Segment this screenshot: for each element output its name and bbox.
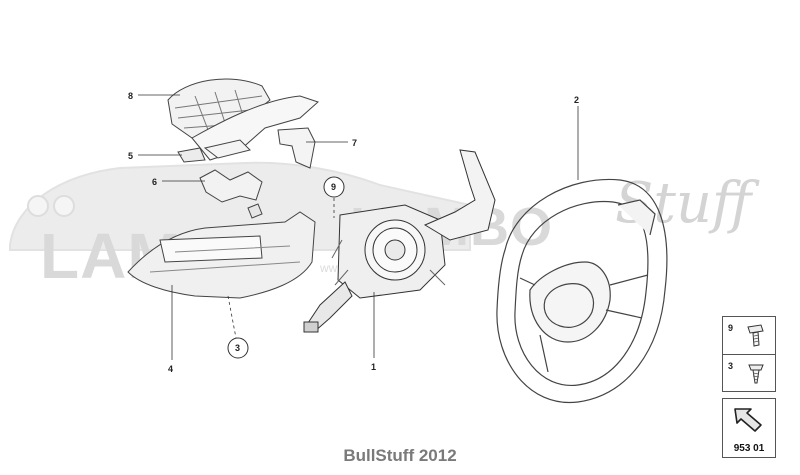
callout-3: 3 [235, 343, 240, 353]
leader-line-3 [227, 295, 237, 339]
callout-5: 5 [128, 151, 133, 161]
callout-9: 9 [331, 182, 336, 192]
page-reference-box: 953 01 [722, 398, 776, 458]
hardware-legend: 9 3 [722, 316, 776, 392]
footer-caption: BullStuff 2012 [343, 446, 457, 465]
screw-icon [748, 364, 764, 384]
callouts: 8 5 6 7 2 1 4 3 9 [128, 91, 579, 374]
legend-row-bolt: 9 [723, 317, 775, 354]
watermark-car-light [53, 195, 75, 217]
callout-3-circle [227, 337, 249, 359]
callout-4: 4 [168, 364, 173, 374]
callout-1: 1 [371, 362, 376, 372]
leader-lines [138, 94, 579, 360]
arrow-icon [734, 408, 762, 432]
part-7-bracket [277, 127, 316, 169]
callout-7: 7 [352, 138, 357, 148]
callout-6: 6 [152, 177, 157, 187]
callout-8: 8 [128, 91, 133, 101]
legend-number: 9 [728, 323, 734, 333]
part-2-steering-wheel [496, 178, 668, 404]
callout-2: 2 [574, 95, 579, 105]
bolt-icon [747, 324, 764, 347]
page-number: 953 01 [733, 443, 765, 454]
watermark-car-light [27, 195, 49, 217]
legend-row-screw: 3 [723, 354, 775, 392]
callout-9-circle [323, 176, 345, 198]
part-5-clip [177, 139, 251, 163]
legend-number: 3 [728, 361, 734, 371]
part-1-switch-assembly [303, 149, 496, 333]
part-6-cover [199, 169, 263, 203]
part-4-lower-shroud [127, 203, 316, 299]
